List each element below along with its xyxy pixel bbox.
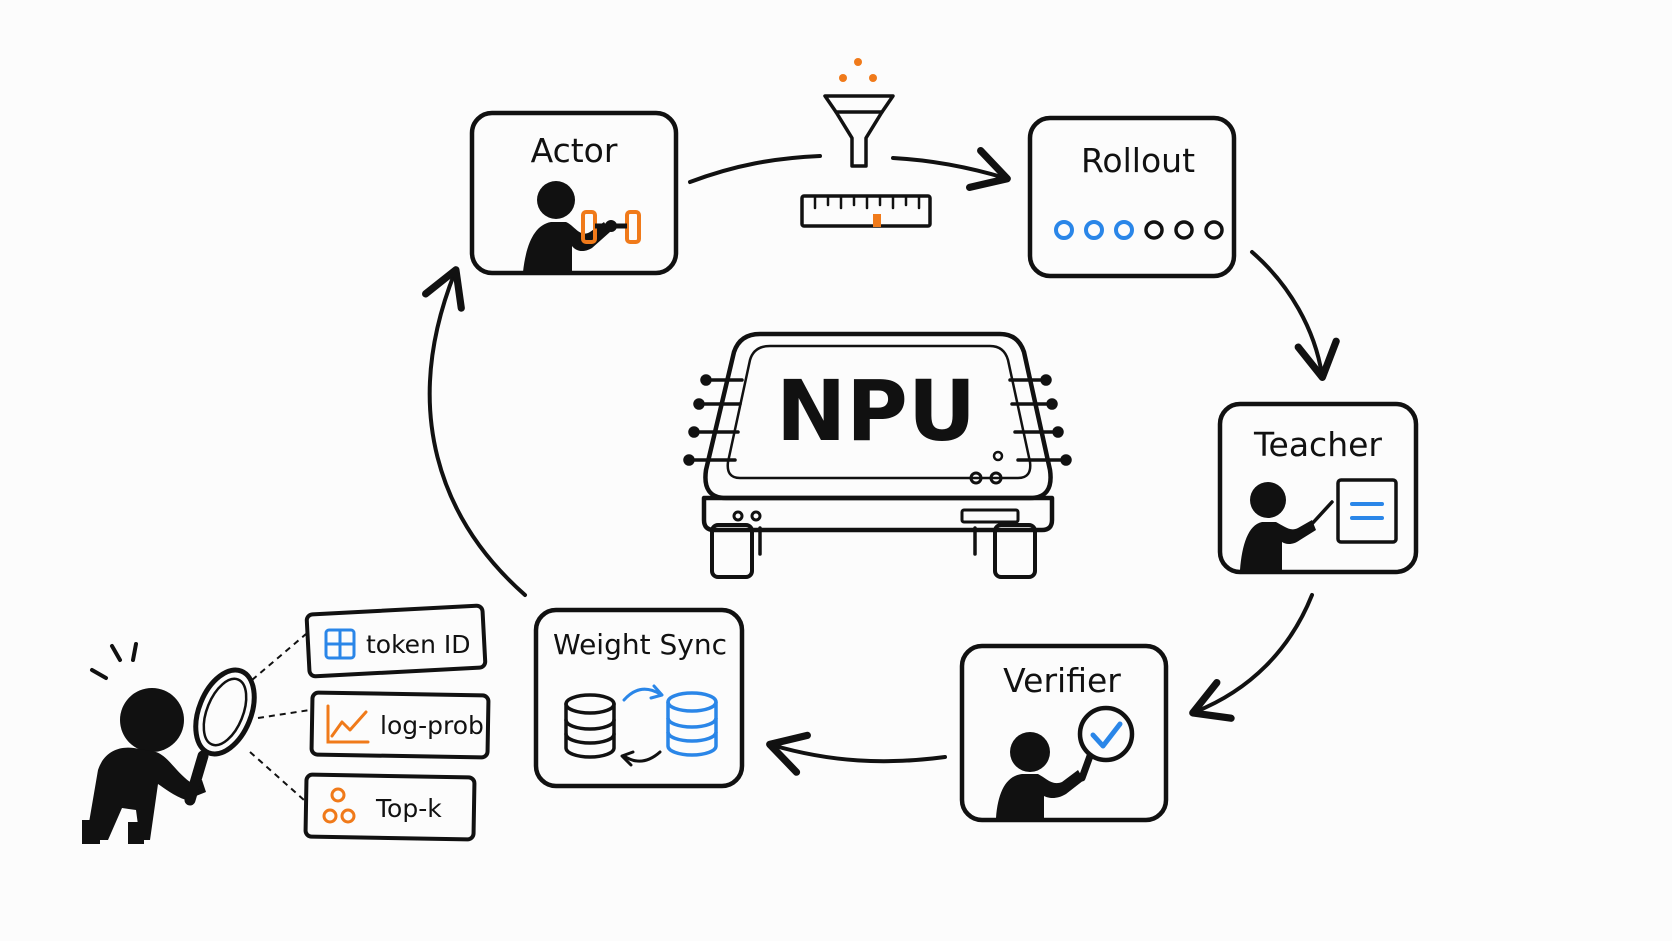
rollout-node: Rollout xyxy=(1027,115,1237,279)
cycle-arrows xyxy=(422,147,1340,776)
arrow-actor-to-rollout-2 xyxy=(891,147,1011,192)
inspect-item-top-k: Top-k xyxy=(303,772,477,842)
verifier-figure xyxy=(996,732,1084,818)
ruler-icon xyxy=(800,194,932,228)
line-chart-icon xyxy=(326,704,370,744)
grid-icon xyxy=(324,628,356,660)
verifier-node: Verifier xyxy=(959,643,1169,823)
funnel-icon xyxy=(823,58,895,168)
teacher-node: Teacher xyxy=(1217,401,1419,575)
actor-figure xyxy=(523,181,610,272)
rollout-dots xyxy=(1054,220,1224,240)
whiteboard-icon xyxy=(1336,478,1398,544)
teacher-figure xyxy=(1240,482,1334,570)
arrow-actor-to-rollout xyxy=(688,154,822,184)
actor-label: Actor xyxy=(531,131,618,170)
inspect-connectors xyxy=(249,633,311,801)
npu-label: NPU xyxy=(776,362,976,460)
inspect-item-log-prob: log-prob xyxy=(309,690,491,760)
magnifier-icon xyxy=(184,667,257,806)
actor-node: Actor xyxy=(469,110,679,276)
weight-sync-node: Weight Sync xyxy=(533,607,745,789)
token-id-label: token ID xyxy=(366,630,470,659)
magnifier-check-icon xyxy=(1077,705,1135,782)
weight-sync-label: Weight Sync xyxy=(553,628,727,661)
dots-cluster-icon xyxy=(322,787,356,824)
arrow-teacher-to-verifier xyxy=(1189,593,1314,722)
top-k-label: Top-k xyxy=(375,794,442,823)
sync-arrows-icon xyxy=(620,684,664,767)
arrow-weightsync-to-actor xyxy=(422,266,527,597)
verifier-label: Verifier xyxy=(1003,661,1121,700)
arrow-rollout-to-teacher xyxy=(1250,250,1340,381)
inspector-figure xyxy=(82,642,206,844)
database-icon-left xyxy=(564,693,616,759)
inspect-item-token-id: token ID xyxy=(304,603,488,679)
database-icon-right xyxy=(666,691,718,757)
rollout-label: Rollout xyxy=(1081,141,1195,180)
teacher-label: Teacher xyxy=(1253,425,1382,464)
log-prob-label: log-prob xyxy=(380,711,484,740)
arrow-verifier-to-weightsync xyxy=(766,731,947,776)
dumbbell-icon xyxy=(581,210,641,244)
npu-chip: NPU xyxy=(683,331,1072,579)
